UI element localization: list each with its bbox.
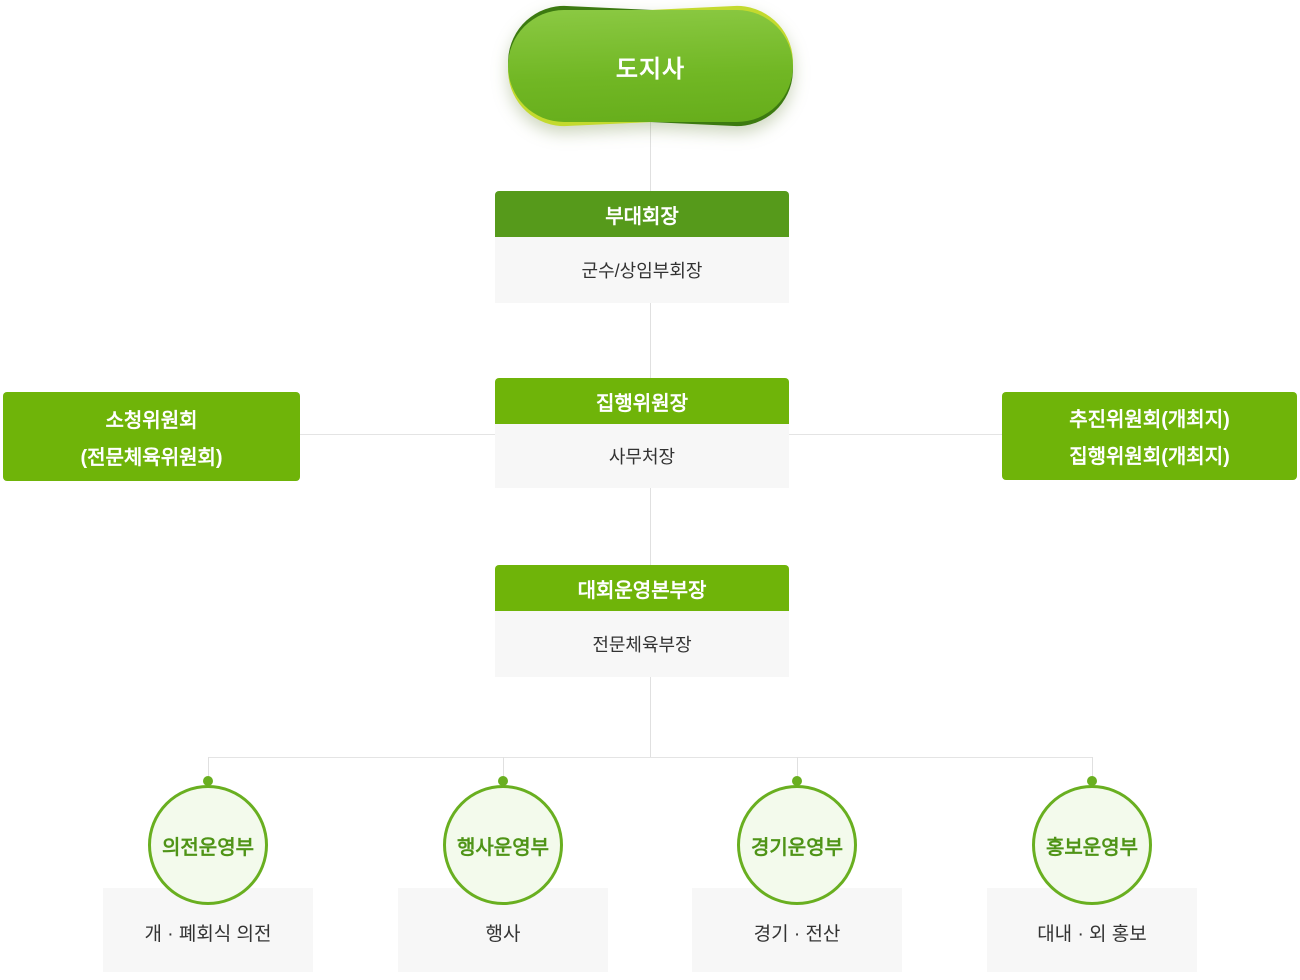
appeals-committee-line2: (전문체육위원회) [80, 446, 223, 469]
connector-stub-protocol [208, 757, 209, 781]
operations-director-header: 대회운영본부장 [495, 565, 789, 611]
node-dept-games: 경기운영부 [737, 785, 857, 905]
node-dept-events: 행사운영부 [443, 785, 563, 905]
connector-executive-to-director [650, 488, 651, 565]
connector-departments-bus [208, 757, 1093, 758]
connector-stub-pr [1092, 757, 1093, 781]
node-executive-chairman: 집행위원장 사무처장 [495, 378, 789, 488]
connector-root-to-vice [650, 120, 651, 192]
promotion-committee-line2: 집행위원회(개최지) [1069, 446, 1230, 468]
connector-right-branch [789, 434, 1002, 435]
dept-protocol-name: 의전운영부 [162, 836, 254, 859]
connector-stub-games [797, 757, 798, 781]
vice-chairman-subtitle: 군수/상임부회장 [495, 237, 789, 303]
connector-director-to-branch [650, 677, 651, 757]
appeals-committee-line1: 소청위원회 [105, 409, 198, 432]
dept-games-name: 경기운영부 [751, 836, 843, 859]
dept-events-name: 행사운영부 [457, 836, 549, 859]
operations-director-title: 대회운영본부장 [577, 579, 707, 602]
node-vice-chairman: 부대회장 군수/상임부회장 [495, 191, 789, 303]
executive-chairman-subtitle: 사무처장 [495, 424, 789, 488]
node-dept-pr: 홍보운영부 [1032, 785, 1152, 905]
dept-games-dot [792, 776, 802, 786]
promotion-committee-line1: 추진위원회(개최지) [1069, 409, 1230, 431]
pill-front-shape: 도지사 [508, 10, 793, 122]
vice-chairman-header: 부대회장 [495, 191, 789, 237]
executive-chairman-title: 집행위원장 [596, 392, 688, 415]
node-operations-director: 대회운영본부장 전문체육부장 [495, 565, 789, 677]
operations-director-subtitle: 전문체육부장 [495, 611, 789, 677]
vice-chairman-title: 부대회장 [605, 205, 679, 228]
dept-pr-name: 홍보운영부 [1046, 836, 1138, 859]
node-appeals-committee: 소청위원회 (전문체육위원회) [3, 392, 300, 481]
connector-left-branch [300, 434, 495, 435]
governor-label: 도지사 [615, 55, 686, 83]
executive-chairman-header: 집행위원장 [495, 378, 789, 424]
node-dept-protocol: 의전운영부 [148, 785, 268, 905]
dept-pr-dot [1087, 776, 1097, 786]
connector-vice-to-executive [650, 303, 651, 378]
dept-events-dot [498, 776, 508, 786]
node-governor: 도지사 [505, 3, 796, 129]
node-promotion-committee: 추진위원회(개최지) 집행위원회(개최지) [1002, 392, 1297, 480]
connector-stub-events [503, 757, 504, 781]
dept-protocol-dot [203, 776, 213, 786]
